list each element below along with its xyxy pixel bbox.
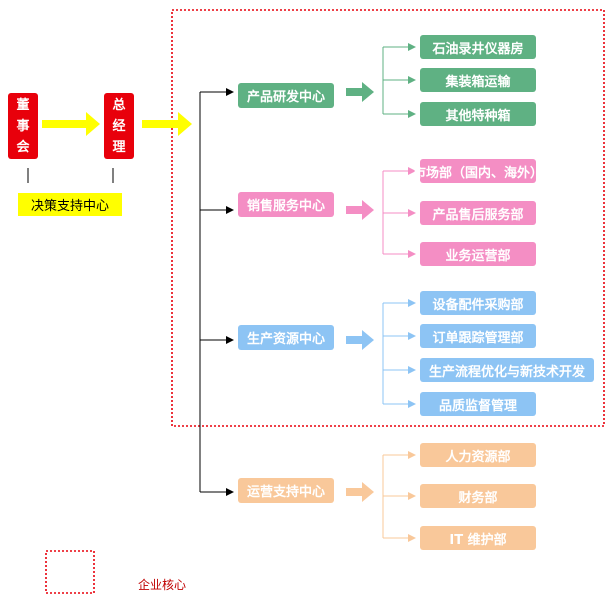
center-rd: 产品研发中心 <box>238 83 334 108</box>
yellow-arrow-board-gm <box>42 112 100 136</box>
legend-frame <box>45 550 95 594</box>
block-arrow-blue <box>346 330 374 350</box>
yellow-arrow-gm-trunk <box>142 112 192 136</box>
dept-oil-logging-house: 石油录井仪器房 <box>420 35 536 59</box>
gm-char-1: 总 <box>112 97 126 113</box>
board-char-1: 董 <box>16 97 30 113</box>
dept-container-transport: 集装箱运输 <box>420 68 536 92</box>
dept-human-resources: 人力资源部 <box>420 443 536 467</box>
dept-special-containers: 其他特种箱 <box>420 102 536 126</box>
general-manager-node: 总 经 理 <box>104 93 134 159</box>
gm-char-2: 经 <box>112 118 126 134</box>
block-arrow-green <box>346 82 374 102</box>
dept-equipment-purchasing: 设备配件采购部 <box>420 291 536 315</box>
block-arrow-pink <box>346 200 374 220</box>
legend-label: 企业核心 <box>138 578 187 592</box>
dept-business-ops: 业务运营部 <box>420 242 536 266</box>
center-sales: 销售服务中心 <box>238 192 334 217</box>
block-arrow-orange <box>346 482 374 502</box>
center-production: 生产资源中心 <box>238 325 334 350</box>
board-char-3: 会 <box>16 139 30 155</box>
dept-after-sales: 产品售后服务部 <box>420 201 536 225</box>
dept-quality-supervision: 品质监督管理 <box>420 392 536 416</box>
dept-it-maintenance: IT 维护部 <box>420 526 536 550</box>
center-operations: 运营支持中心 <box>238 478 334 503</box>
decision-support-center: 决策支持中心 <box>18 193 122 216</box>
enterprise-core-frame <box>171 9 605 427</box>
dept-finance: 财务部 <box>420 484 536 508</box>
board-node: 董 事 会 <box>8 93 38 159</box>
board-char-2: 事 <box>16 118 30 134</box>
dept-order-tracking: 订单跟踪管理部 <box>420 324 536 348</box>
dept-market: 市场部（国内、海外） <box>413 159 543 183</box>
gm-char-3: 理 <box>112 139 126 155</box>
dept-process-optimization: 生产流程优化与新技术开发 <box>420 358 594 382</box>
